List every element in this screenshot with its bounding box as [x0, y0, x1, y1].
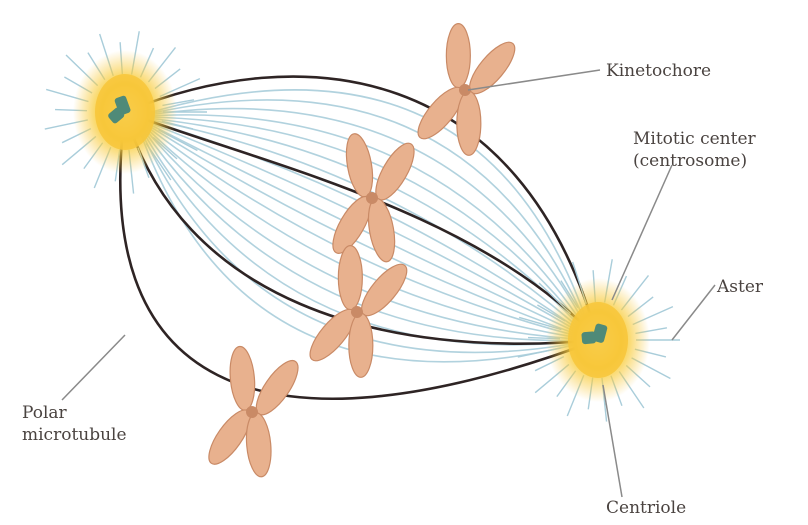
kinetochore-label: Kinetochore [606, 60, 711, 82]
chromatid-arm [457, 91, 481, 155]
chromatid-arm [349, 313, 373, 377]
mitotic-center-label-line2: (centrosome) [633, 150, 756, 172]
chromatid-arm [446, 24, 470, 88]
polar-microtubule-label-line1: Polar [22, 402, 127, 424]
chromosome [197, 340, 308, 485]
leader-line [62, 335, 125, 400]
aster-label: Aster [717, 276, 763, 298]
centriole-label: Centriole [606, 497, 686, 519]
mitotic-center-label-line1: Mitotic center [633, 128, 756, 150]
chromatid-arm [244, 412, 273, 478]
leader-line [603, 385, 622, 497]
centriole-cylinder [581, 331, 596, 344]
chromatid-arm [462, 36, 522, 100]
polar-microtubule-label-line2: microtubule [22, 424, 127, 446]
leader-line [672, 285, 715, 340]
chromatid-arm [228, 345, 257, 411]
chromatid-arm [338, 246, 362, 310]
chromosome [297, 238, 416, 386]
chromosome [405, 16, 524, 164]
polar-microtubule-label: Polar microtubule [22, 402, 127, 446]
mitotic-center-label: Mitotic center (centrosome) [633, 128, 756, 172]
leader-line [612, 165, 672, 300]
